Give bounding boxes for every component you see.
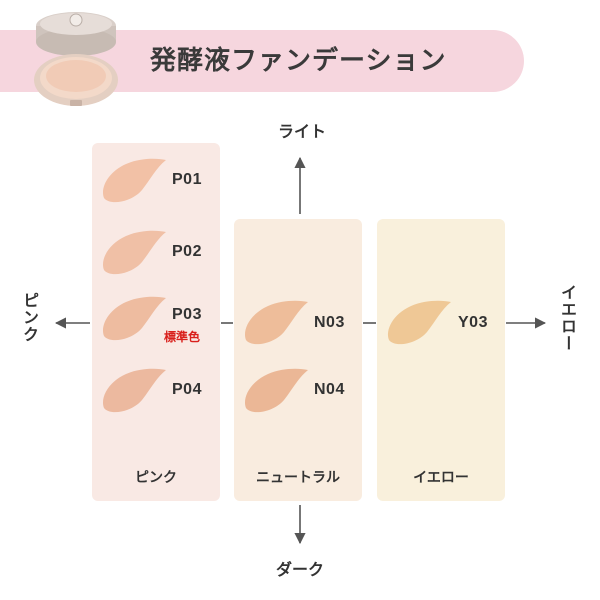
axis-label-light: ライト [278, 122, 327, 141]
cushion-compact-image [30, 2, 122, 110]
shade-code-p01: P01 [172, 171, 202, 188]
shade-code-n03: N03 [314, 314, 345, 331]
swatch-n03 [240, 296, 312, 348]
swatch-p01 [98, 154, 170, 206]
pink-column-label: ピンク [135, 470, 177, 486]
shade-code-p03: P03 [172, 306, 202, 323]
shade-code-p04: P04 [172, 381, 202, 398]
neutral-column: ニュートラル [234, 219, 362, 501]
swatch-p04 [98, 364, 170, 416]
shade-code-p02: P02 [172, 243, 202, 260]
axis-label-yellow: イエロー [558, 284, 577, 352]
axis-label-dark: ダーク [276, 560, 325, 579]
swatch-p02 [98, 226, 170, 278]
shade-code-n04: N04 [314, 381, 345, 398]
swatch-y03 [383, 296, 455, 348]
axis-label-pink: ピンク [20, 292, 39, 343]
neutral-column-label: ニュートラル [256, 470, 340, 486]
yellow-column-label: イエロー [413, 470, 469, 486]
standard-shade-note: 標準色 [164, 330, 201, 344]
shade-code-y03: Y03 [458, 314, 488, 331]
swatch-p03 [98, 292, 170, 344]
swatch-n04 [240, 364, 312, 416]
banner-title: 発酵液ファンデーション [150, 46, 447, 76]
yellow-column: イエロー [377, 219, 505, 501]
